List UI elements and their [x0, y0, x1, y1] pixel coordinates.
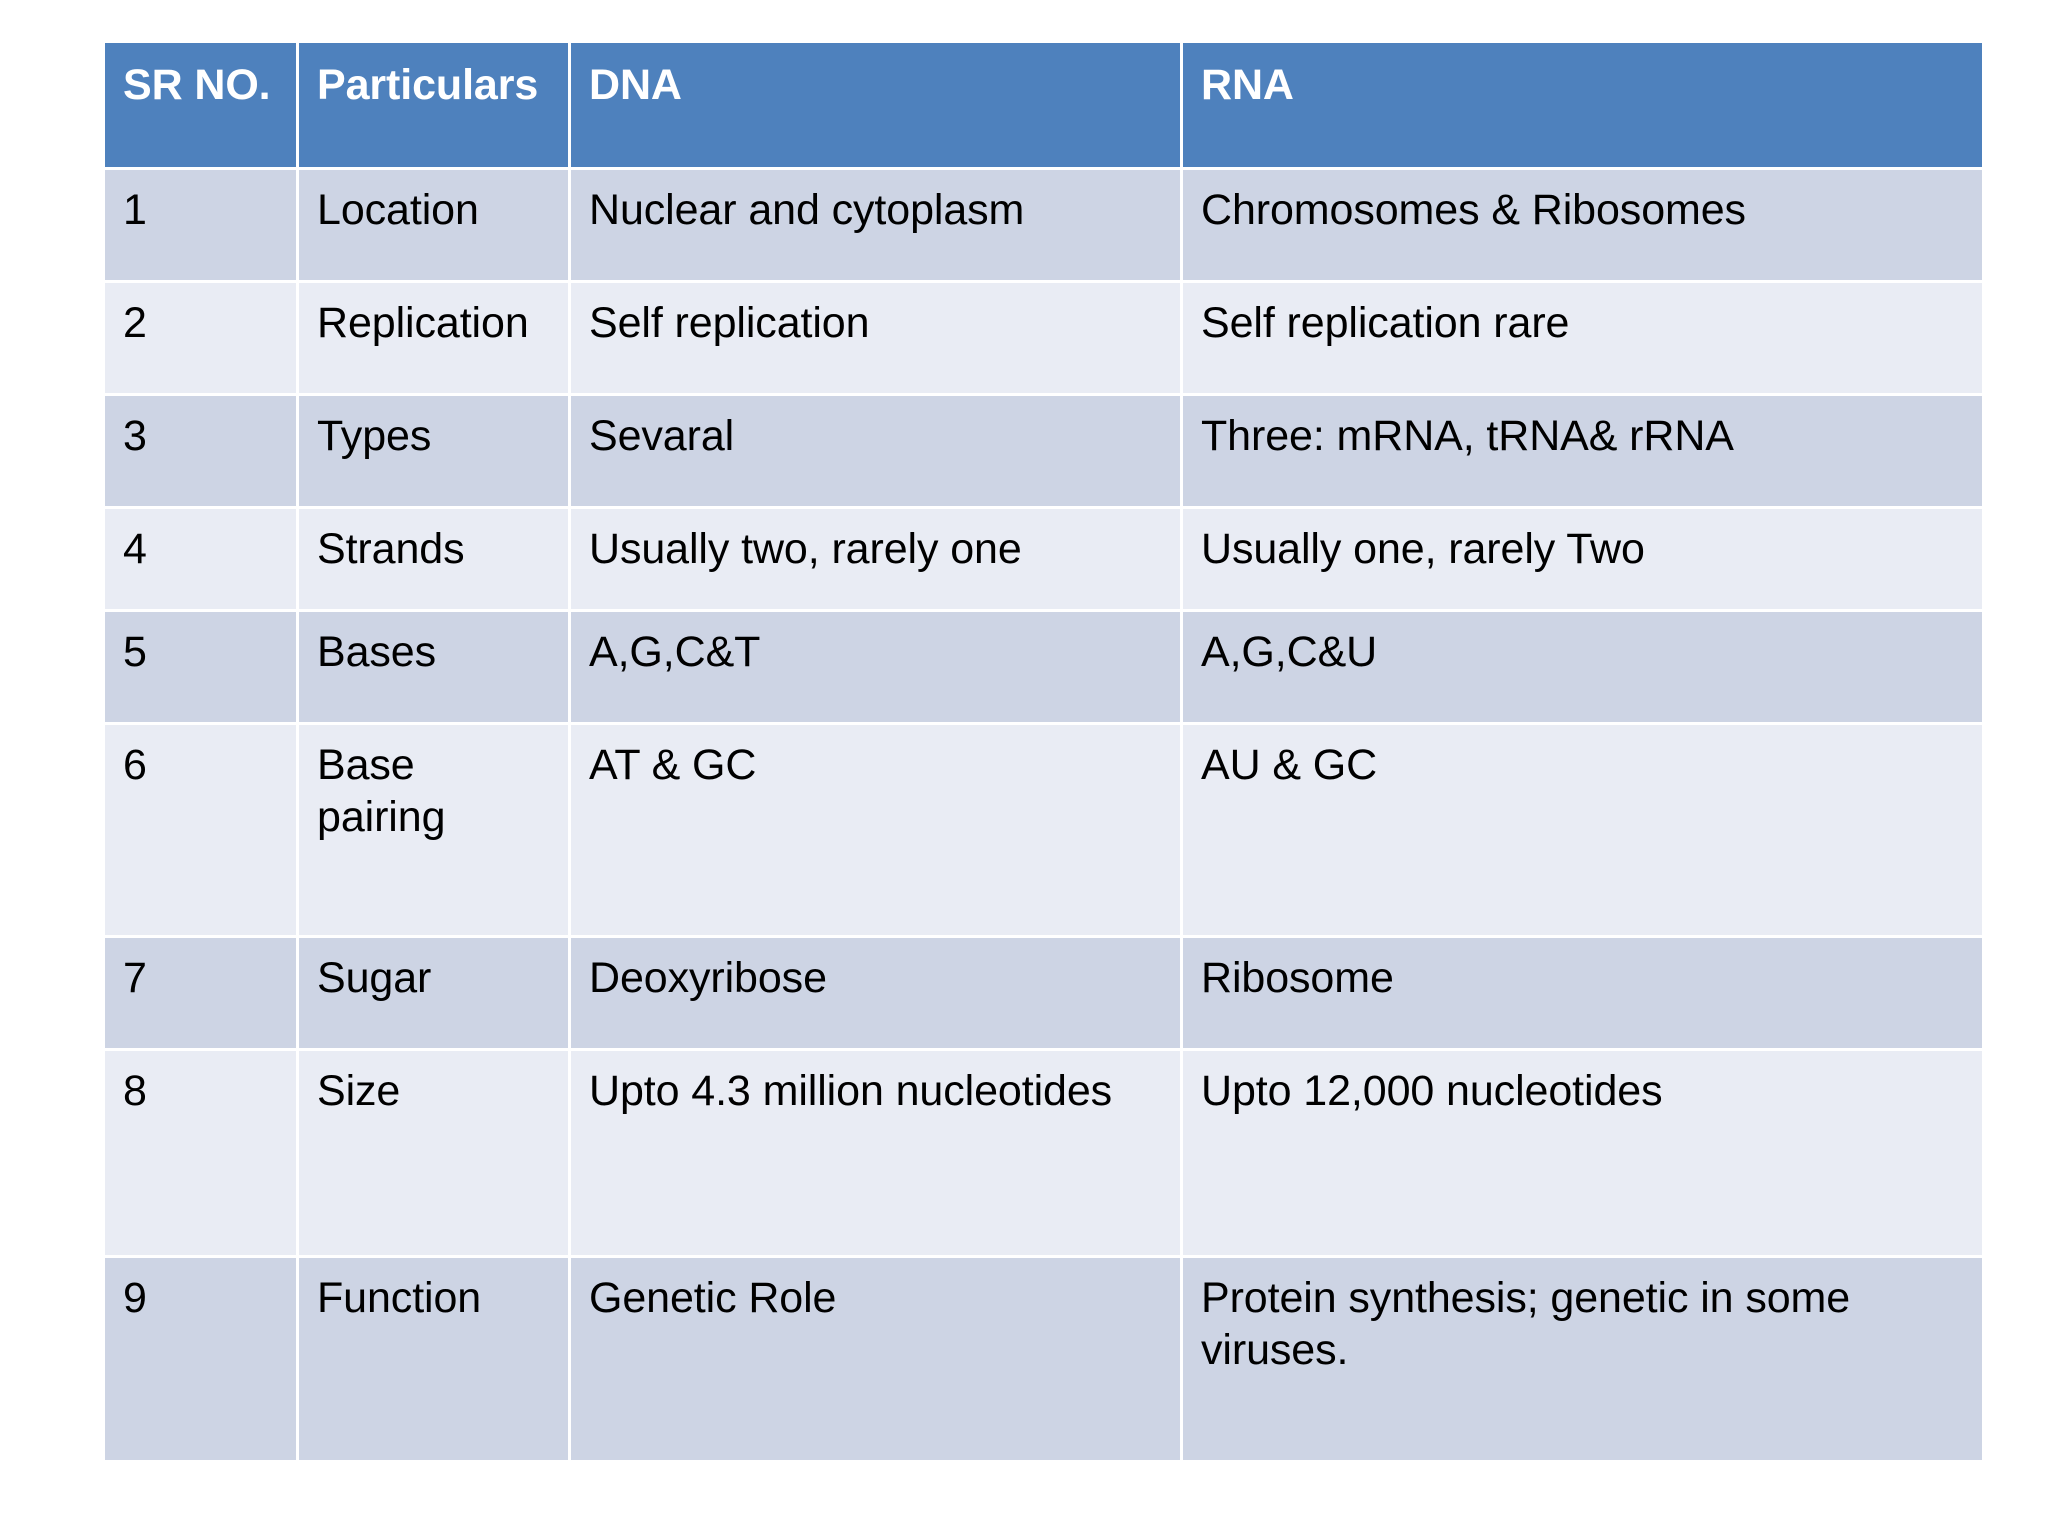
table-row: 5 Bases A,G,C&T A,G,C&U: [102, 609, 1985, 725]
cell-rna: Protein synthesis; genetic in some virus…: [1180, 1255, 1985, 1463]
cell-sr-no: 2: [102, 280, 299, 396]
cell-sr-no: 4: [102, 506, 299, 612]
table-header: SR NO. Particulars DNA RNA: [102, 40, 1985, 170]
cell-particulars: Location: [296, 167, 571, 283]
cell-rna: Ribosome: [1180, 935, 1985, 1051]
cell-dna: Usually two, rarely one: [568, 506, 1183, 612]
cell-dna: Genetic Role: [568, 1255, 1183, 1463]
cell-sr-no: 3: [102, 393, 299, 509]
cell-rna: Chromosomes & Ribosomes: [1180, 167, 1985, 283]
cell-sr-no: 9: [102, 1255, 299, 1463]
table-row: 9 Function Genetic Role Protein synthesi…: [102, 1255, 1985, 1463]
cell-particulars: Size: [296, 1048, 571, 1258]
header-row: SR NO. Particulars DNA RNA: [102, 40, 1985, 170]
cell-dna: A,G,C&T: [568, 609, 1183, 725]
table-row: 7 Sugar Deoxyribose Ribosome: [102, 935, 1985, 1051]
cell-particulars: Sugar: [296, 935, 571, 1051]
cell-rna: Self replication rare: [1180, 280, 1985, 396]
cell-particulars: Strands: [296, 506, 571, 612]
cell-sr-no: 1: [102, 167, 299, 283]
table-row: 6 Base pairing AT & GC AU & GC: [102, 722, 1985, 938]
cell-rna: Three: mRNA, tRNA& rRNA: [1180, 393, 1985, 509]
cell-sr-no: 7: [102, 935, 299, 1051]
column-header-particulars: Particulars: [296, 40, 571, 170]
table-row: 4 Strands Usually two, rarely one Usuall…: [102, 506, 1985, 612]
comparison-table-container: SR NO. Particulars DNA RNA 1 Location Nu…: [102, 40, 1985, 1463]
table-row: 8 Size Upto 4.3 million nucleotides Upto…: [102, 1048, 1985, 1258]
cell-rna: Usually one, rarely Two: [1180, 506, 1985, 612]
cell-particulars: Replication: [296, 280, 571, 396]
table-row: 1 Location Nuclear and cytoplasm Chromos…: [102, 167, 1985, 283]
cell-dna: Nuclear and cytoplasm: [568, 167, 1183, 283]
column-header-rna: RNA: [1180, 40, 1985, 170]
cell-dna: Deoxyribose: [568, 935, 1183, 1051]
cell-sr-no: 6: [102, 722, 299, 938]
table-row: 3 Types Sevaral Three: mRNA, tRNA& rRNA: [102, 393, 1985, 509]
cell-particulars: Function: [296, 1255, 571, 1463]
cell-particulars: Base pairing: [296, 722, 571, 938]
cell-dna: Self replication: [568, 280, 1183, 396]
cell-rna: Upto 12,000 nucleotides: [1180, 1048, 1985, 1258]
dna-rna-comparison-table: SR NO. Particulars DNA RNA 1 Location Nu…: [102, 40, 1985, 1463]
cell-sr-no: 5: [102, 609, 299, 725]
table-body: 1 Location Nuclear and cytoplasm Chromos…: [102, 167, 1985, 1463]
cell-dna: AT & GC: [568, 722, 1183, 938]
cell-particulars: Types: [296, 393, 571, 509]
cell-dna: Upto 4.3 million nucleotides: [568, 1048, 1183, 1258]
column-header-dna: DNA: [568, 40, 1183, 170]
column-header-sr-no: SR NO.: [102, 40, 299, 170]
cell-particulars: Bases: [296, 609, 571, 725]
cell-rna: A,G,C&U: [1180, 609, 1985, 725]
cell-sr-no: 8: [102, 1048, 299, 1258]
cell-rna: AU & GC: [1180, 722, 1985, 938]
table-row: 2 Replication Self replication Self repl…: [102, 280, 1985, 396]
cell-dna: Sevaral: [568, 393, 1183, 509]
